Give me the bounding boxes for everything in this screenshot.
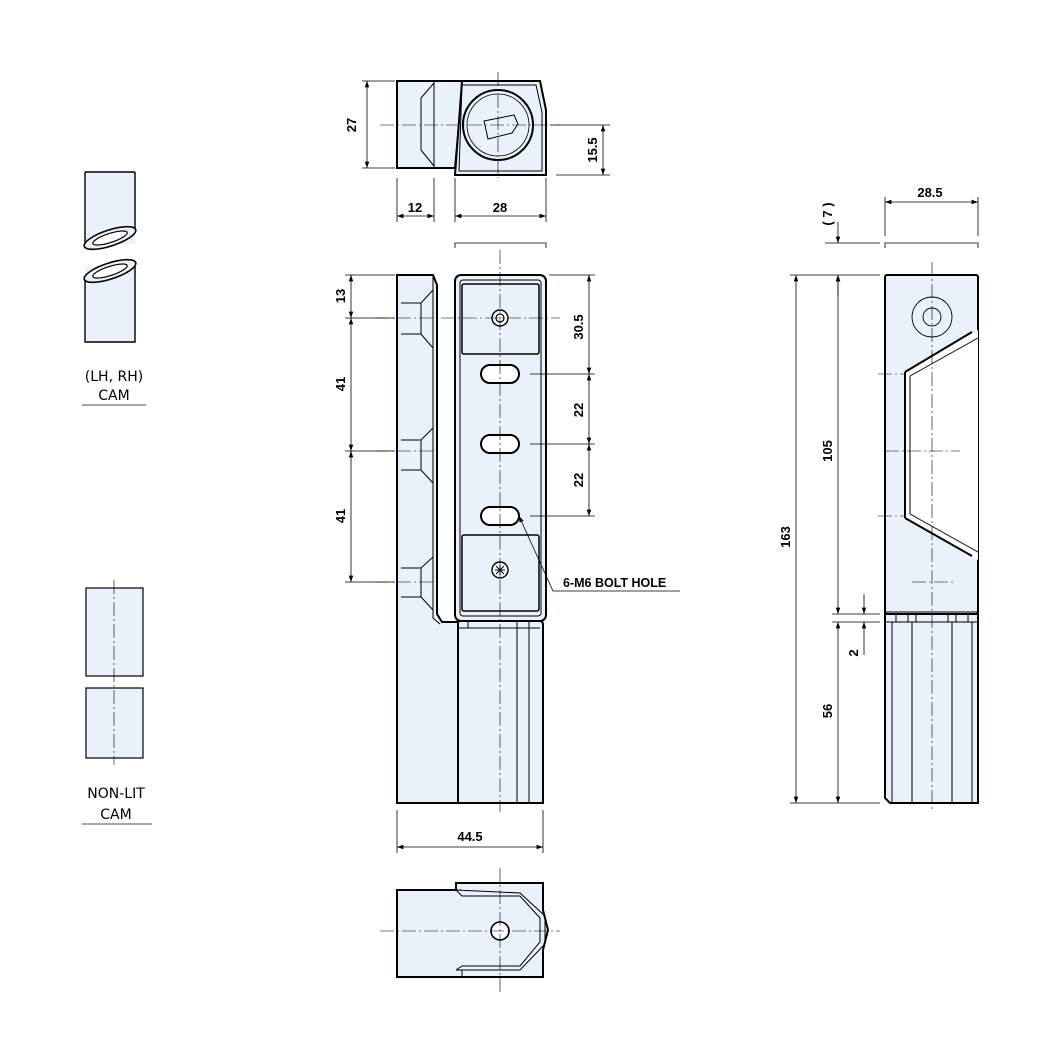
dim-front-pitch2: 41 <box>333 509 348 523</box>
dim-front-pitch1: 41 <box>333 377 348 391</box>
dim-top-height: 27 <box>344 118 359 132</box>
front-view <box>375 242 560 812</box>
side-view <box>878 242 979 812</box>
nonlit-cam-label-line1: NON-LIT <box>87 786 145 802</box>
lit-cam-diagram <box>83 171 137 343</box>
dim-side-lower: 56 <box>820 704 835 718</box>
dim-front-slot1: 30.5 <box>571 314 586 339</box>
nonlit-cam-label-line2: CAM <box>100 807 131 823</box>
dim-side-total: 163 <box>778 526 793 548</box>
bolt-hole-callout: 6-M6 BOLT HOLE <box>563 576 666 590</box>
nonlit-cam-diagram <box>85 580 144 765</box>
dim-front-slot3: 22 <box>571 473 586 487</box>
top-view <box>380 72 560 178</box>
front-view-dims <box>345 274 680 853</box>
dim-front-slot2: 22 <box>571 403 586 417</box>
dim-top-right-width: 28 <box>493 200 507 215</box>
dim-side-width: 28.5 <box>917 185 942 200</box>
lit-cam-label-line2: CAM <box>98 388 129 404</box>
dim-side-upper: 105 <box>820 440 835 462</box>
top-view-dims <box>362 80 610 222</box>
dim-front-width: 44.5 <box>457 829 482 844</box>
dim-side-ref: ( 7 ) <box>820 202 835 225</box>
dim-top-left-width: 12 <box>408 200 422 215</box>
bottom-view <box>380 868 560 995</box>
dim-side-gap: 2 <box>846 649 861 656</box>
dim-top-offset: 15.5 <box>585 137 600 162</box>
lit-cam-label-line1: (LH, RH) <box>85 369 143 385</box>
dim-front-top: 13 <box>333 289 348 303</box>
side-view-dims <box>790 197 979 804</box>
